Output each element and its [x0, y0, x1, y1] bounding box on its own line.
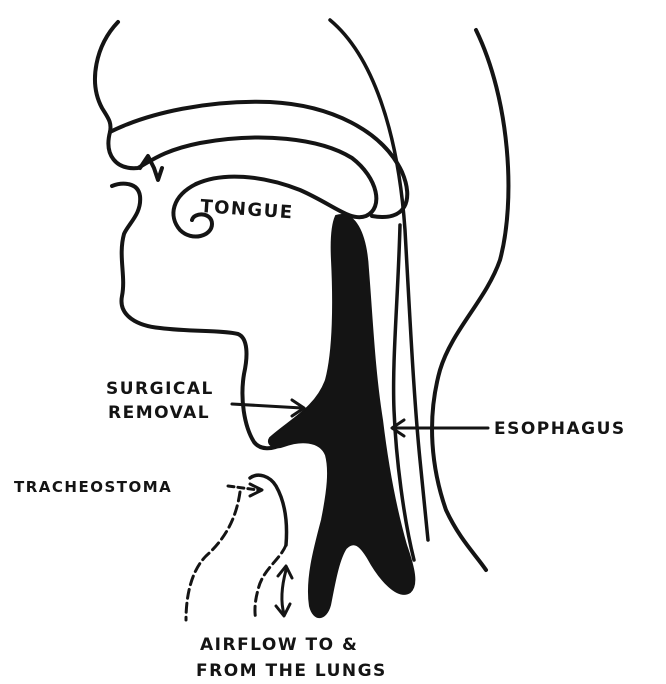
head-profile-outline: [95, 22, 118, 132]
airflow-label-line1: AIRFLOW TO &: [200, 635, 358, 655]
airflow-arrow: [282, 570, 286, 614]
esophagus-arrow: [392, 420, 488, 436]
airflow-label-line2: FROM THE LUNGS: [196, 661, 387, 681]
tracheostoma-arrow: [228, 484, 262, 496]
tongue-label: TONGUE: [200, 196, 295, 223]
esophagus-label: ESOPHAGUS: [494, 419, 626, 439]
surgical-label-line2: REMOVAL: [108, 403, 210, 423]
tracheostoma-label: TRACHEOSTOMA: [14, 478, 172, 496]
neck-back-outline: [432, 30, 508, 570]
surgical-label-line1: SURGICAL: [106, 379, 214, 399]
teeth-outline: [140, 156, 162, 180]
trachea-wall-left: [186, 492, 240, 620]
